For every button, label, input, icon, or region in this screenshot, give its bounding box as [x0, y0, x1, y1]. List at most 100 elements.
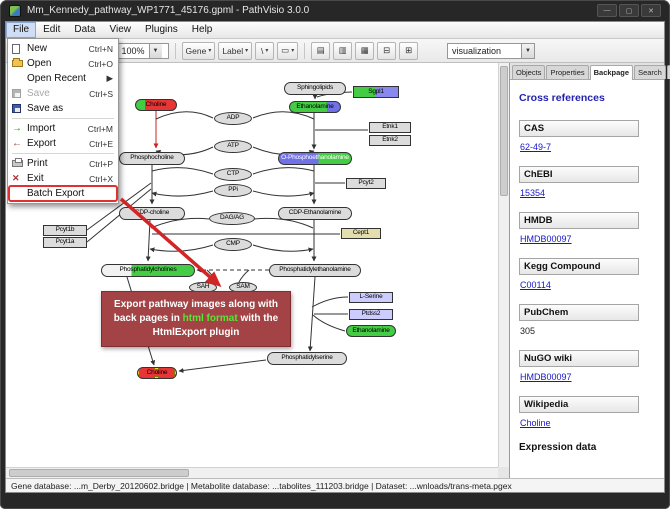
datanode-tool-button[interactable]: Gene▾ [181, 41, 216, 60]
xref-link-wikipedia[interactable]: Choline [520, 418, 551, 428]
maximize-button[interactable]: ▢ [619, 4, 639, 17]
tab-legend[interactable]: Legend [666, 65, 670, 79]
pathway-edge[interactable] [178, 359, 267, 373]
menubar-item-plugins[interactable]: Plugins [144, 24, 178, 35]
pathway-node-dag[interactable]: DAG/AG [209, 212, 255, 225]
minimize-button[interactable]: — [597, 4, 617, 17]
tab-objects[interactable]: Objects [512, 65, 546, 79]
file-menu-item-batch-export[interactable]: Batch Export [8, 185, 118, 202]
pathway-node-cmp[interactable]: CMP [214, 238, 252, 251]
pathway-node-sphingolipids[interactable]: Sphingolipids [284, 82, 346, 95]
pathway-node-cept1[interactable]: Cept1 [341, 228, 381, 239]
pathway-node-l-serine[interactable]: L-Serine [349, 292, 393, 303]
selection-handle[interactable] [138, 376, 140, 378]
line-tool-button[interactable]: \▾ [255, 41, 275, 60]
pathway-node-pcyt1a[interactable]: Pcyt1a [43, 237, 87, 248]
xref-link-nugo-wiki[interactable]: HMDB00097 [520, 372, 572, 382]
align-left-button[interactable]: ▤ [311, 41, 331, 60]
selection-handle[interactable] [154, 376, 159, 378]
pathway-edge[interactable] [149, 244, 214, 253]
visualization-dropdown-arrow-icon[interactable]: ▼ [521, 43, 534, 58]
pathway-node-cdp-choline[interactable]: CDP-choline [119, 207, 185, 220]
pathway-edge[interactable] [206, 269, 219, 283]
pathway-node-adp[interactable]: ADP [214, 112, 252, 125]
xref-link-hmdb[interactable]: HMDB00097 [520, 234, 572, 244]
pathway-edge[interactable] [145, 219, 151, 262]
selection-handle[interactable] [138, 370, 140, 375]
pathway-edge[interactable] [151, 190, 214, 197]
pathway-node-ptdss2[interactable]: Ptdss2 [349, 309, 393, 320]
align-top-button[interactable]: ▦ [355, 41, 375, 60]
pathway-node-phosphatidylcholines[interactable]: Phosphatidylcholines [101, 264, 195, 277]
menubar-item-file[interactable]: File [6, 22, 37, 38]
pathway-edge[interactable] [151, 167, 214, 175]
xref-link-cas[interactable]: 62-49-7 [520, 142, 552, 152]
common-width-button[interactable]: ⊟ [377, 41, 397, 60]
zoom-dropdown-arrow-icon[interactable]: ▼ [148, 43, 162, 58]
menubar-item-data[interactable]: Data [74, 24, 96, 35]
pathway-edge[interactable] [311, 296, 349, 308]
exit-icon [12, 173, 27, 184]
pathway-edge[interactable] [155, 111, 214, 120]
file-menu-item-open-recent[interactable]: Open Recent▶ [9, 71, 117, 86]
pathway-node-choline-top[interactable]: Choline [135, 99, 177, 111]
pathway-edge[interactable] [307, 276, 316, 352]
xref-link-kegg-compound[interactable]: C00114 [520, 280, 551, 290]
pathway-edge[interactable] [252, 167, 315, 175]
pathway-node-pcyt2[interactable]: Pcyt2 [346, 178, 386, 189]
pathway-edge[interactable] [252, 111, 315, 120]
vertical-scrollbar[interactable] [498, 63, 509, 467]
tab-backpage[interactable]: Backpage [589, 65, 634, 80]
pathway-node-ctp[interactable]: CTP [214, 168, 252, 181]
file-menu-item-save-as[interactable]: Save as [9, 101, 117, 116]
pathway-node-choline-bottom[interactable]: Choline [137, 367, 177, 379]
selection-handle[interactable] [174, 376, 176, 378]
pathway-edge[interactable] [312, 314, 346, 332]
pathway-node-phosphatidylethanolamine[interactable]: Phosphatidylethanolamine [269, 264, 361, 277]
pathway-node-ethanolamine-bottom[interactable]: Ethanolamine [346, 325, 396, 337]
pathway-edge[interactable] [252, 190, 315, 197]
zoom-combobox[interactable]: 100% ▼ [116, 42, 169, 59]
menubar-item-edit[interactable]: Edit [43, 24, 61, 35]
pathway-node-etnk2[interactable]: Etnk2 [369, 135, 411, 146]
pathway-node-o-phosphoethanolamine[interactable]: O-Phosphoethanolamine [278, 152, 352, 165]
pathway-edge[interactable] [252, 244, 314, 253]
xref-header-nugo-wiki: NuGO wiki [519, 350, 639, 367]
pathway-node-atp[interactable]: ATP [214, 140, 252, 153]
horizontal-scrollbar-thumb[interactable] [9, 469, 189, 477]
pathway-node-cdp-ethanolamine[interactable]: CDP-Ethanolamine [278, 207, 352, 220]
menubar-item-help[interactable]: Help [191, 24, 213, 35]
pathway-node-ppi[interactable]: PPi [214, 184, 252, 197]
visualization-combobox[interactable]: visualization ▼ [447, 42, 535, 59]
shape-tool-button[interactable]: ▭▾ [277, 41, 299, 60]
pathway-node-phosphocholine[interactable]: Phosphocholine [119, 152, 185, 165]
selection-handle[interactable] [138, 368, 140, 370]
vertical-scrollbar-thumb[interactable] [500, 66, 508, 196]
close-button[interactable]: ✕ [641, 4, 661, 17]
selection-handle[interactable] [174, 368, 176, 370]
common-height-button[interactable]: ⊞ [399, 41, 419, 60]
menubar-item-view[interactable]: View [109, 24, 131, 35]
pathway-node-ethanolamine-top[interactable]: Ethanolamine [289, 101, 341, 113]
label-tool-button[interactable]: Label▾ [218, 41, 253, 60]
selection-handle[interactable] [174, 370, 176, 375]
pathway-node-etnk1[interactable]: Etnk1 [369, 122, 411, 133]
xref-link-chebi[interactable]: 15354 [520, 188, 546, 198]
selection-handle[interactable] [154, 368, 159, 370]
tab-properties[interactable]: Properties [546, 65, 589, 79]
align-center-button[interactable]: ▥ [333, 41, 353, 60]
pathway-edge[interactable] [238, 269, 250, 283]
pathway-node-pcyt1b[interactable]: Pcyt1b [43, 225, 87, 236]
pathway-edge[interactable] [86, 182, 152, 231]
pathway-node-sgpl1[interactable]: Sgpl1 [353, 86, 399, 98]
tab-search[interactable]: Search [634, 65, 666, 79]
pathway-node-phosphatidylserine[interactable]: Phosphatidylserine [267, 352, 347, 365]
horizontal-scrollbar[interactable] [6, 467, 498, 478]
